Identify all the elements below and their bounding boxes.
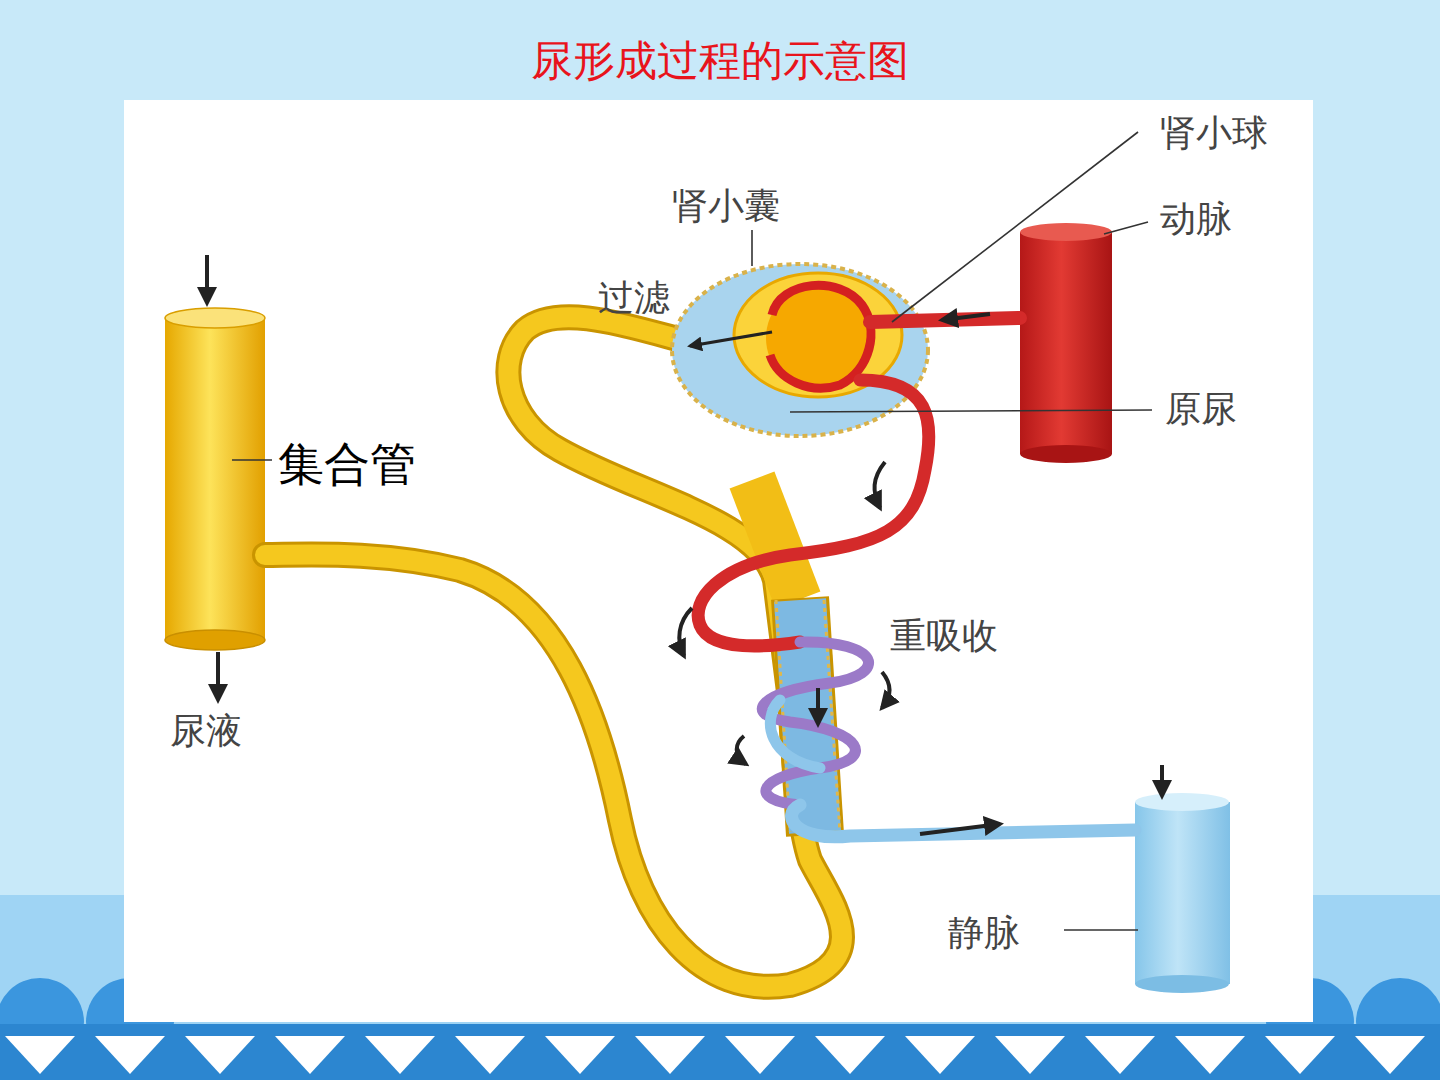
part-label: 尿液 xyxy=(170,710,242,751)
vein-cylinder xyxy=(1135,793,1230,993)
diagram-title: 尿形成过程的示意图 xyxy=(531,36,909,86)
part-label: 静脉 xyxy=(948,912,1020,953)
part-label: 原尿 xyxy=(1165,388,1237,429)
part-label: 集合管 xyxy=(272,432,482,499)
renal-capsule xyxy=(672,264,928,436)
process-label: 重吸收 xyxy=(890,615,998,656)
collecting-duct xyxy=(165,308,265,650)
blood-vessels xyxy=(698,318,1135,837)
flow-arrows xyxy=(207,255,1162,834)
process-label: 过滤 xyxy=(598,277,670,318)
leader-lines xyxy=(232,132,1152,930)
artery-cylinder xyxy=(1020,223,1112,463)
glomerulus xyxy=(766,285,871,390)
part-label: 肾小囊 xyxy=(672,185,780,226)
part-label: 肾小球 xyxy=(1160,112,1268,153)
triangle-row xyxy=(5,1036,1425,1074)
part-label: 动脉 xyxy=(1160,198,1232,239)
figure-ground xyxy=(124,100,1313,1022)
bottom-band xyxy=(0,1024,1440,1080)
